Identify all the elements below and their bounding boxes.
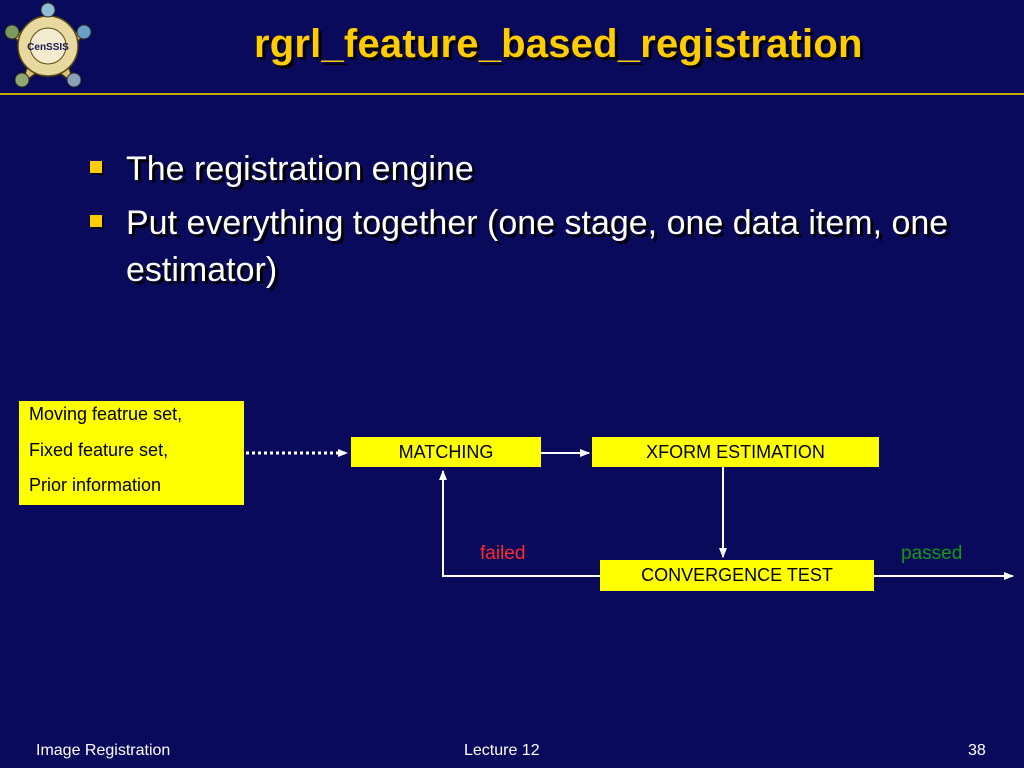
footer-page-number: 38 (968, 742, 986, 759)
failed-loop-arrow (439, 470, 600, 577)
input-line-fixed: Fixed feature set, (29, 439, 169, 460)
input-line-prior: Prior information (29, 475, 162, 495)
failed-label: failed (480, 543, 526, 564)
passed-label: passed (901, 543, 963, 564)
bullet-square-icon (90, 215, 102, 227)
bullet-text: Put everything together (one stage, one … (126, 204, 949, 289)
bullet-list: The registration engine Put everything t… (88, 146, 988, 294)
input-line-moving: Moving featrue set, (29, 404, 183, 424)
input-box: Moving featrue set, Fixed feature set, P… (19, 401, 244, 505)
slide-title: rgrl_feature_based_registration (254, 22, 863, 66)
footer-course: Image Registration (36, 742, 171, 759)
bullet-text: The registration engine (126, 150, 474, 188)
logo-text: CenSSIS (27, 42, 69, 53)
matching-node: MATCHING (351, 437, 541, 467)
footer-lecture: Lecture 12 (464, 742, 540, 759)
bullet-item: The registration engine (88, 146, 988, 193)
title-rule (0, 93, 1024, 95)
xform-estimation-node: XFORM ESTIMATION (592, 437, 879, 467)
convergence-test-node: CONVERGENCE TEST (600, 560, 874, 591)
bullet-item: Put everything together (one stage, one … (88, 200, 988, 294)
censsis-logo: CenSSIS (3, 0, 93, 88)
bullet-square-icon (90, 161, 102, 173)
